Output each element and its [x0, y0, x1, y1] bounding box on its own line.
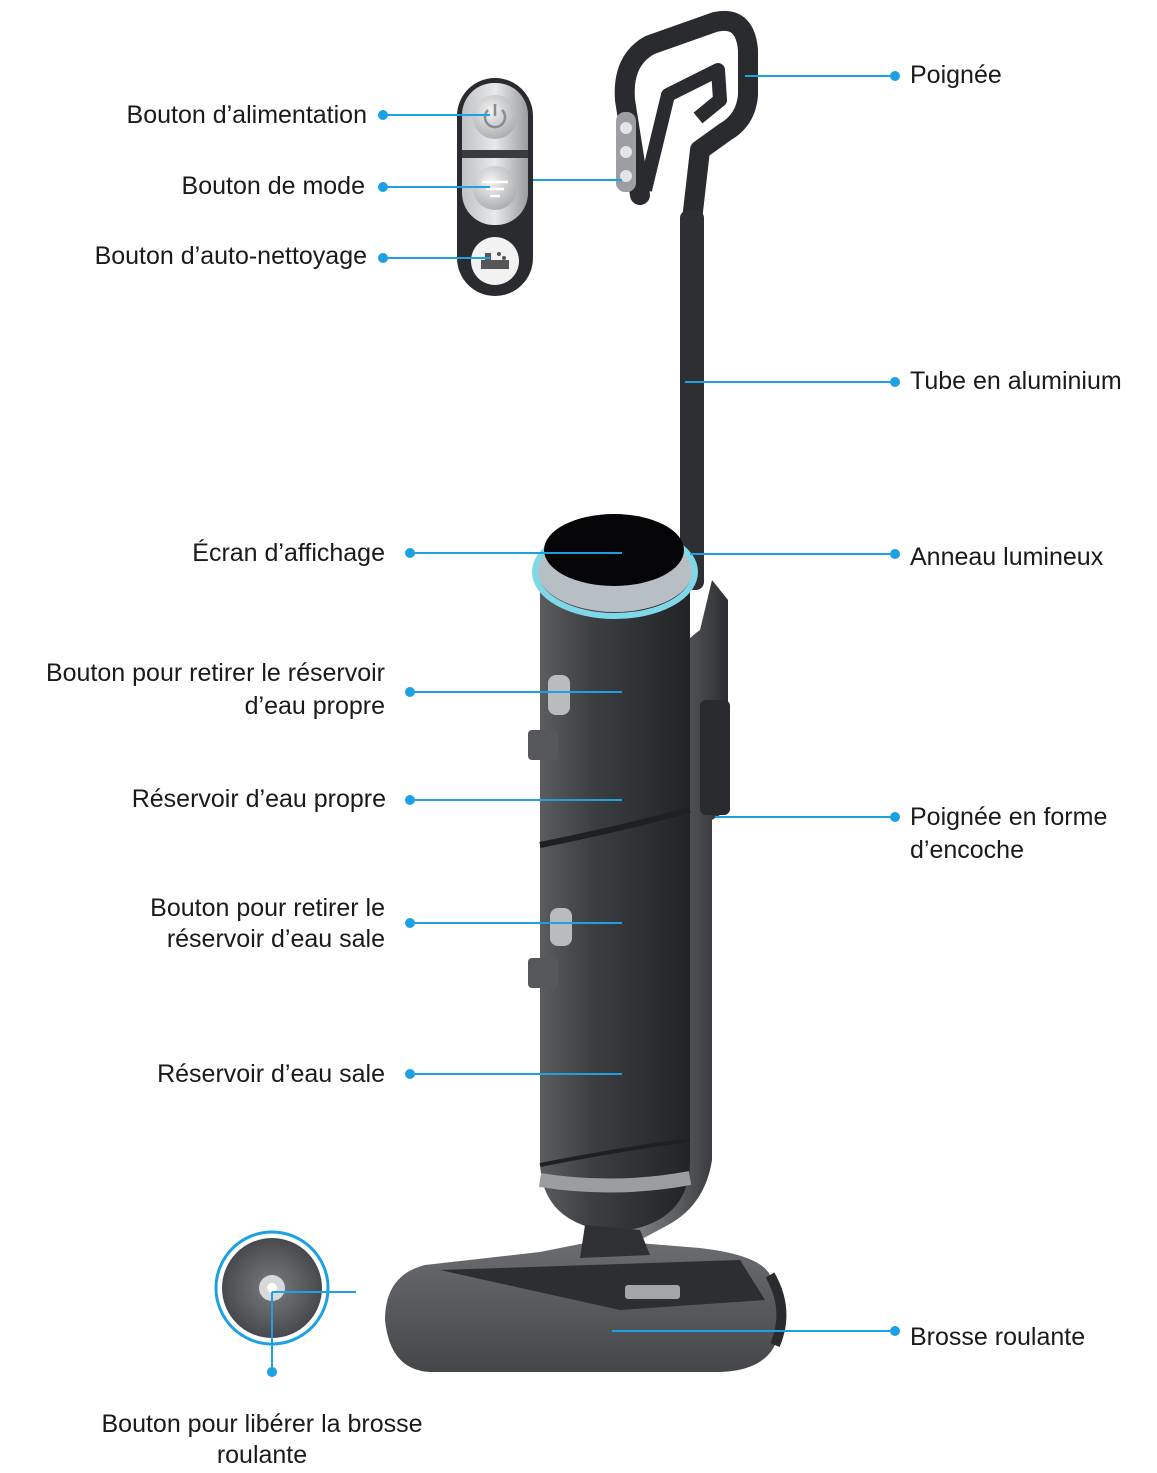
label-power-button: Bouton d’alimentation	[126, 101, 367, 129]
leader-lines	[271, 75, 895, 1372]
aluminium-tube	[680, 210, 704, 590]
label-notch-handle: Poignée en forme d’encoche	[910, 801, 1107, 867]
label-display-screen: Écran d’affichage	[192, 539, 385, 567]
label-roller-brush: Brosse roulante	[910, 1323, 1086, 1351]
handle-loop	[614, 10, 758, 230]
label-clean-tank-release: Bouton pour retirer le réservoir d’eau p…	[46, 657, 385, 723]
label-notch-handle-line2: d’encoche	[910, 836, 1024, 864]
label-dirty-tank-release-line2: réservoir d’eau sale	[166, 925, 385, 953]
label-notch-handle-line1: Poignée en forme	[910, 803, 1108, 831]
label-light-ring: Anneau lumineux	[910, 543, 1104, 571]
floor-head	[385, 1240, 780, 1372]
display-screen	[544, 514, 684, 586]
label-brush-release-line1: Bouton pour libérer la brosse	[101, 1410, 423, 1438]
label-clean-tank-release-line2: d’eau propre	[244, 692, 385, 720]
main-body	[540, 555, 690, 1232]
label-brush-release-line2: roulante	[216, 1441, 308, 1469]
label-self-clean-button: Bouton d’auto-nettoyage	[94, 242, 367, 270]
dirty-tank-release-knob	[550, 908, 572, 946]
label-handle: Poignée	[910, 61, 1002, 89]
label-clean-tank-release-line1: Bouton pour retirer le réservoir	[45, 659, 385, 687]
mode-lines-icon	[482, 180, 508, 198]
label-mode-button: Bouton de mode	[181, 172, 365, 200]
label-dirty-water-tank: Réservoir d’eau sale	[157, 1060, 385, 1088]
label-aluminium-tube: Tube en aluminium	[910, 367, 1122, 395]
label-brush-release: Bouton pour libérer la brosse roulante	[62, 1409, 462, 1471]
label-clean-water-tank: Réservoir d’eau propre	[131, 785, 386, 813]
clean-tank-release-knob	[548, 675, 570, 715]
label-dirty-tank-release: Bouton pour retirer le réservoir d’eau s…	[150, 893, 385, 955]
leader-dots	[267, 71, 900, 1377]
label-dirty-tank-release-line1: Bouton pour retirer le	[150, 894, 385, 922]
